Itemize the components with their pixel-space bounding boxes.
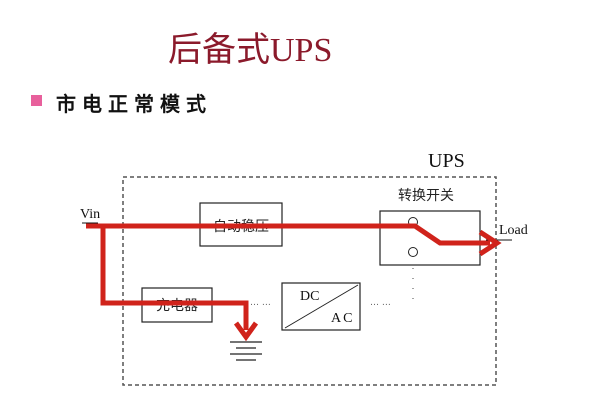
bullet-square-icon [31, 95, 42, 106]
inverter-dc-label: DC [300, 289, 319, 304]
ground-icon [230, 341, 262, 361]
power-flow-path [86, 223, 490, 330]
slide-title: 后备式UPS [168, 32, 333, 69]
dotted-link-charger-inverter: … … [250, 298, 271, 308]
ups-enclosure [122, 176, 497, 386]
vin-label: Vin [80, 207, 100, 222]
switch-contact-bottom [408, 247, 418, 257]
inverter-ac-label: AC [331, 311, 354, 326]
load-label: Load [499, 223, 528, 238]
load-arrow-icon [478, 229, 502, 257]
dotted-link-inverter-switch: … … [370, 298, 391, 308]
charging-branch-line [100, 226, 249, 330]
ups-label: UPS [428, 150, 465, 172]
ground-arrow-icon [233, 321, 259, 342]
inverter-diagonal [284, 284, 359, 329]
charger-label: 充电器 [156, 298, 198, 314]
main-power-line [86, 223, 490, 246]
transfer-switch-label: 转换开关 [398, 187, 454, 204]
slide-subtitle: 市电正常模式 [56, 92, 212, 116]
